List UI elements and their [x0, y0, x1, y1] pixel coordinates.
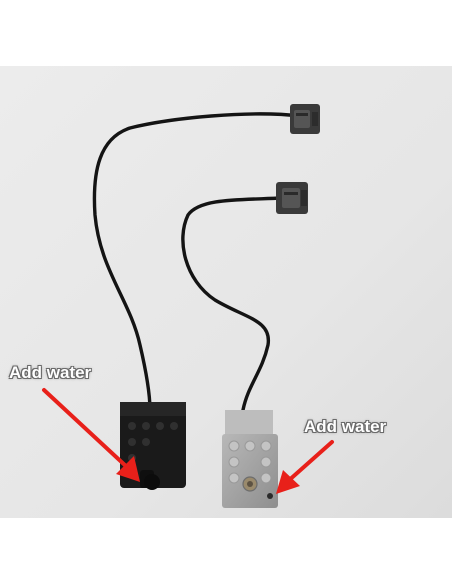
photo-drawing	[0, 66, 452, 518]
grey-block	[222, 410, 278, 508]
cable-short	[181, 196, 284, 412]
add-water-label-left: Add water	[9, 363, 92, 382]
connector-middle	[276, 182, 308, 214]
add-water-label-right: Add water	[304, 417, 387, 436]
product-photo	[0, 66, 452, 518]
connector-top	[290, 104, 320, 134]
cable-long	[92, 112, 302, 412]
arrow-left	[42, 388, 140, 482]
arrow-right	[276, 440, 334, 494]
